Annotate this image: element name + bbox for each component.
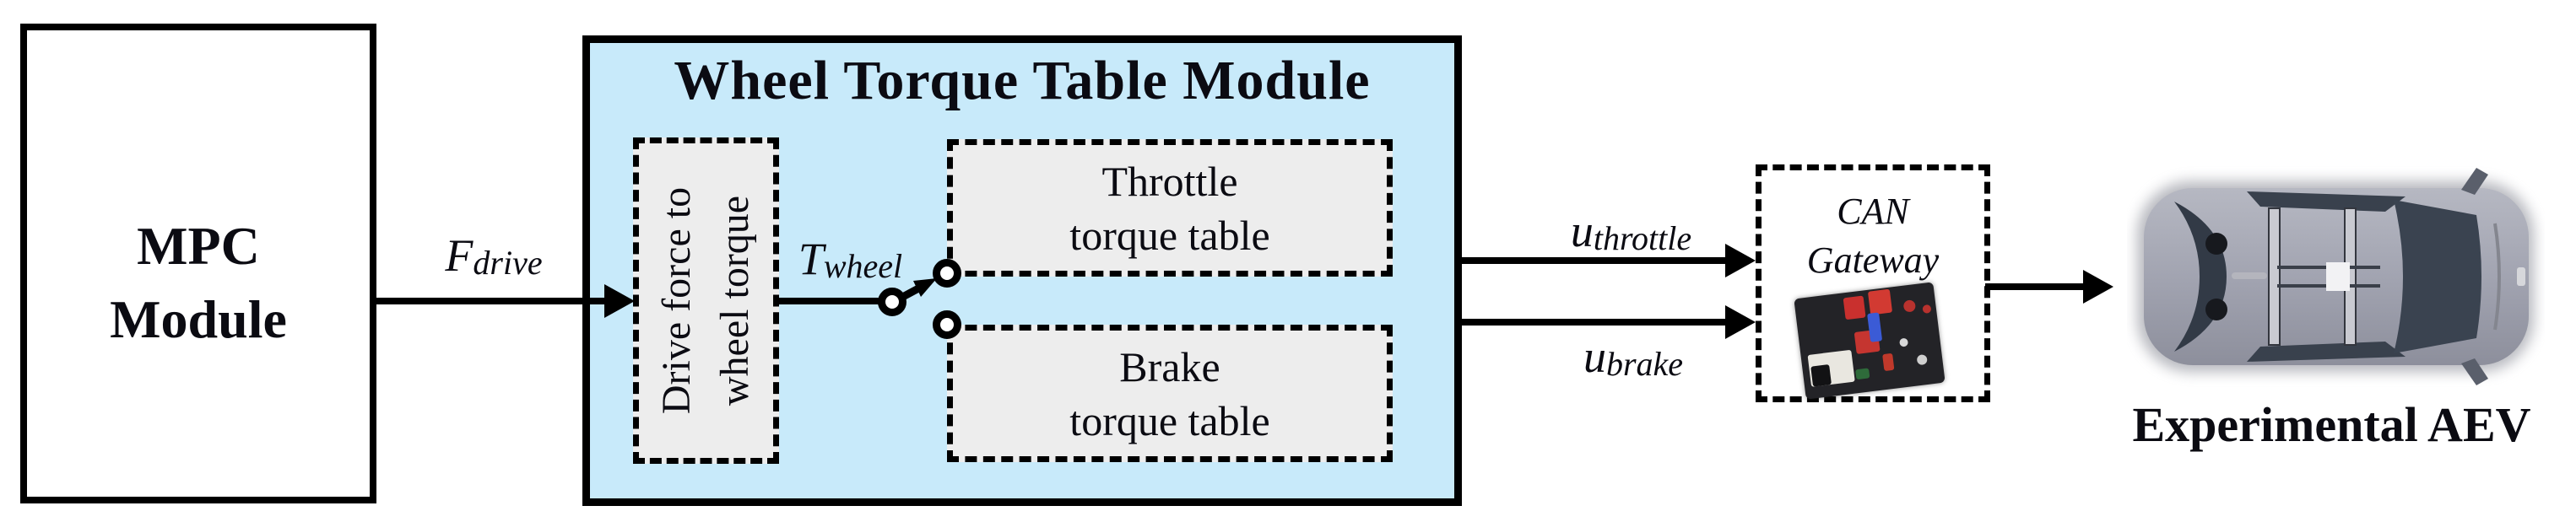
wheel-torque-table-module-title: Wheel Torque Table Module (674, 50, 1371, 111)
drive-force-converter-box (633, 137, 779, 464)
u-brake-subscript: brake (1605, 345, 1684, 384)
can-gateway-label: CAN Gateway (1762, 186, 1984, 287)
f-drive-arrowhead-icon (604, 284, 635, 318)
u-throttle-arrowhead-icon (1725, 244, 1756, 277)
switch-brake-node (933, 310, 961, 339)
car-windshield (2394, 200, 2481, 353)
can-gateway-label-line1: CAN (1837, 190, 1909, 232)
u-brake-label: ubrake (1519, 331, 1747, 383)
pcb-red-dot-2 (1922, 304, 1932, 315)
t-wheel-label: Twheel (781, 233, 920, 285)
u-throttle-symbol: u (1570, 206, 1594, 256)
mpc-module-box: MPC Module (20, 24, 376, 503)
u-throttle-subscript: throttle (1593, 219, 1692, 258)
throttle-torque-table-box: Throttle torque table (947, 139, 1393, 277)
car-side-glass-top (2247, 191, 2406, 212)
brake-label-line2: torque table (1069, 396, 1270, 444)
brake-label-line1: Brake (1119, 342, 1220, 390)
pcb-red-dot-1 (1902, 299, 1917, 313)
can-gateway-label-line2: Gateway (1806, 239, 1940, 281)
u-brake-arrowhead-icon (1725, 305, 1756, 339)
can-to-aev-arrowhead-icon (2083, 270, 2113, 304)
pcb-green-bit (1855, 368, 1870, 380)
switch-arm-arrowhead-icon (913, 278, 937, 297)
mpc-module-label: MPC Module (27, 30, 370, 497)
u-throttle-label: uthrottle (1515, 205, 1747, 257)
t-wheel-symbol: T (798, 234, 824, 284)
f-drive-arrow-line (376, 298, 606, 304)
car-front-badge (2517, 267, 2525, 286)
car-side-glass-bottom (2247, 342, 2406, 362)
pcb-black-plug (1810, 364, 1832, 387)
f-drive-subscript: drive (473, 244, 543, 283)
f-drive-symbol: F (445, 230, 474, 281)
pcb-white-dot-1 (1898, 337, 1909, 347)
throttle-label-line2: torque table (1069, 211, 1270, 259)
throttle-label-line1: Throttle (1101, 157, 1238, 205)
car-rear-dot-bottom (2205, 299, 2227, 320)
switch-throttle-node (933, 259, 961, 288)
car-hood-line (2493, 223, 2501, 331)
t-wheel-subscript: wheel (823, 247, 903, 286)
u-throttle-arrow-line (1458, 257, 1728, 264)
t-wheel-line (779, 298, 882, 304)
car-roof-rail-1 (2268, 207, 2281, 346)
car-roof-sensor (2326, 262, 2350, 291)
drive-force-label-line2: wheel torque (712, 195, 757, 406)
throttle-torque-table-label: Throttle torque table (953, 145, 1387, 271)
pcb-white-dot-2 (1916, 353, 1928, 366)
pcb-red-cap-1 (1843, 295, 1866, 320)
u-brake-symbol: u (1583, 331, 1606, 382)
f-drive-label: Fdrive (388, 229, 599, 282)
can-gateway-board-photo (1794, 282, 1946, 400)
brake-torque-table-box: Brake torque table (947, 325, 1393, 462)
u-brake-arrow-line (1458, 319, 1728, 326)
pcb-blue-strip (1867, 312, 1883, 342)
brake-torque-table-label: Brake torque table (953, 331, 1387, 456)
mpc-label-line1: MPC (137, 216, 260, 277)
switch-common-node (878, 288, 906, 316)
car-rear-dot-top (2205, 233, 2227, 255)
aev-caption: Experimental AEV (2132, 397, 2531, 452)
can-to-aev-arrow-line (1985, 283, 2086, 290)
drive-force-converter-label: Drive force to wheel torque (633, 137, 779, 464)
mpc-label-line2: Module (110, 288, 287, 349)
car-antenna (2232, 272, 2267, 279)
car-mirror-bottom (2461, 358, 2488, 385)
pcb-red-cap-2 (1867, 288, 1893, 315)
aev-car-illustration (2137, 168, 2534, 385)
pcb-red-small (1882, 352, 1895, 372)
car-mirror-top (2461, 168, 2488, 195)
drive-force-label-line1: Drive force to (654, 186, 700, 415)
